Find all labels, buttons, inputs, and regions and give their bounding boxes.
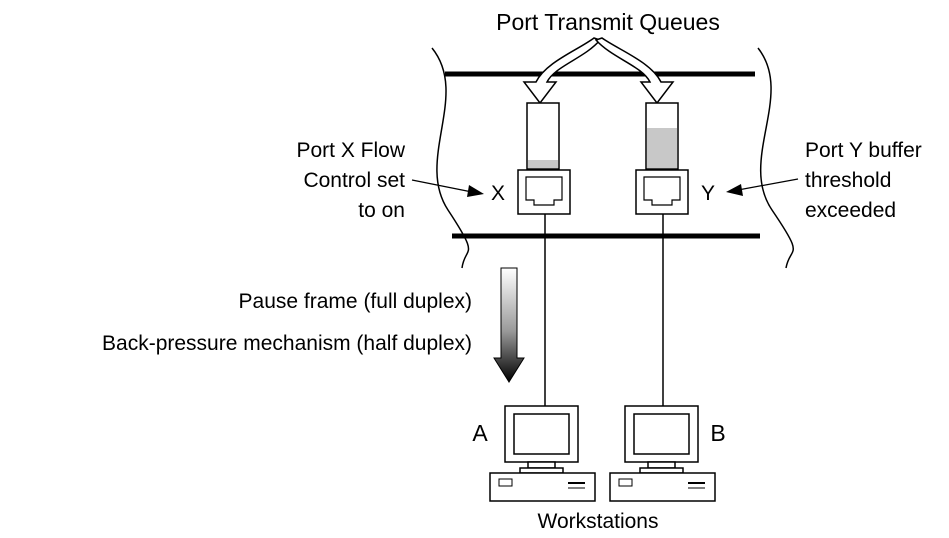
port-y-socket-icon [643, 176, 681, 206]
workstation-b-screen [633, 413, 690, 455]
workstation-b [609, 405, 716, 502]
port-y-note-line-3: exceeded [805, 199, 896, 222]
port-x-label: X [491, 182, 505, 205]
pause-arrow [493, 267, 525, 383]
port-y-note-line-1: Port Y buffer [805, 139, 922, 162]
port-x-queue-fill [528, 160, 558, 168]
port-y-note-arrow [737, 178, 799, 191]
port-x-note-line-1: Port X Flow [296, 139, 405, 162]
queue-pointer-arrows [522, 37, 675, 105]
workstation-b-stand [647, 461, 676, 469]
workstation-b-drive-slot [618, 478, 633, 487]
gradient-down-arrow-icon [493, 267, 525, 383]
port-y-label: Y [701, 182, 715, 205]
switch-left-edge [431, 47, 470, 269]
workstations-caption: Workstations [538, 510, 659, 533]
port-y-note-arrowhead [726, 184, 743, 196]
port-x-note-arrow [411, 179, 473, 193]
port-y-queue-fill [647, 128, 677, 168]
port-x: X [491, 102, 571, 406]
port-x-note-arrowhead [467, 185, 484, 197]
workstation-b-cpu [609, 472, 716, 502]
workstation-a-drive-slot [498, 478, 513, 487]
workstation-a-label: A [472, 420, 488, 446]
back-pressure-label: Back-pressure mechanism (half duplex) [102, 332, 472, 355]
curved-arrow-to-port-y [594, 37, 675, 105]
port-x-note-line-2: Control set [303, 169, 405, 192]
switch-outline [431, 47, 794, 269]
workstation-a [489, 405, 596, 502]
workstation-a-cpu [489, 472, 596, 502]
workstation-a-screen [513, 413, 570, 455]
workstation-b-label: B [710, 420, 725, 446]
port-x-socket-icon [525, 176, 563, 206]
port-x-note-line-3: to on [358, 199, 405, 222]
port-y-note-line-2: threshold [805, 169, 891, 192]
port-y-note: Port Y buffer threshold exceeded [726, 139, 922, 222]
diagram-title: Port Transmit Queues [496, 9, 720, 35]
switch-right-edge [757, 47, 794, 269]
pause-frame-label: Pause frame (full duplex) [239, 290, 472, 313]
workstation-a-stand [527, 461, 556, 469]
port-y: Y [635, 102, 715, 406]
port-x-queue-outline [526, 102, 560, 170]
port-x-note: Port X Flow Control set to on [296, 139, 484, 222]
curved-arrow-to-port-x [522, 37, 602, 105]
